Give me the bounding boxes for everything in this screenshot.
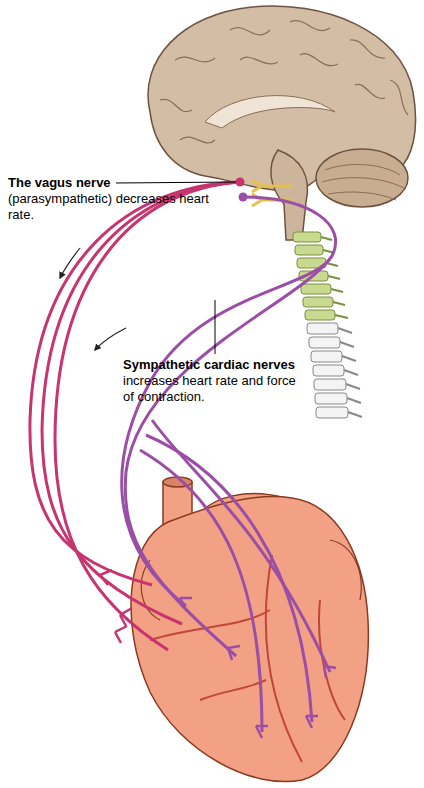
nerve-name: The vagus nerve xyxy=(8,175,138,191)
leader-line xyxy=(116,182,236,183)
nerve-name: Sympathetic cardiac nerves xyxy=(123,357,323,373)
cerebellum-folia xyxy=(322,165,404,200)
vagus-origin xyxy=(236,178,245,187)
coronary-vessels xyxy=(150,555,345,762)
gyri xyxy=(160,21,408,143)
sympathetic-nerves xyxy=(122,197,336,738)
brainstem xyxy=(271,150,308,240)
sympathetic-origin xyxy=(239,193,248,202)
direction-arrow xyxy=(60,248,80,278)
cerebellum xyxy=(316,149,408,207)
nerve-description: (parasympathetic) decreases heart rate. xyxy=(8,191,226,223)
nerve-description: increases heart rate and force of contra… xyxy=(123,373,301,405)
corpus-callosum xyxy=(205,96,335,128)
leader-line xyxy=(215,300,216,354)
heart-body xyxy=(131,497,368,782)
direction-arrow xyxy=(95,328,126,350)
